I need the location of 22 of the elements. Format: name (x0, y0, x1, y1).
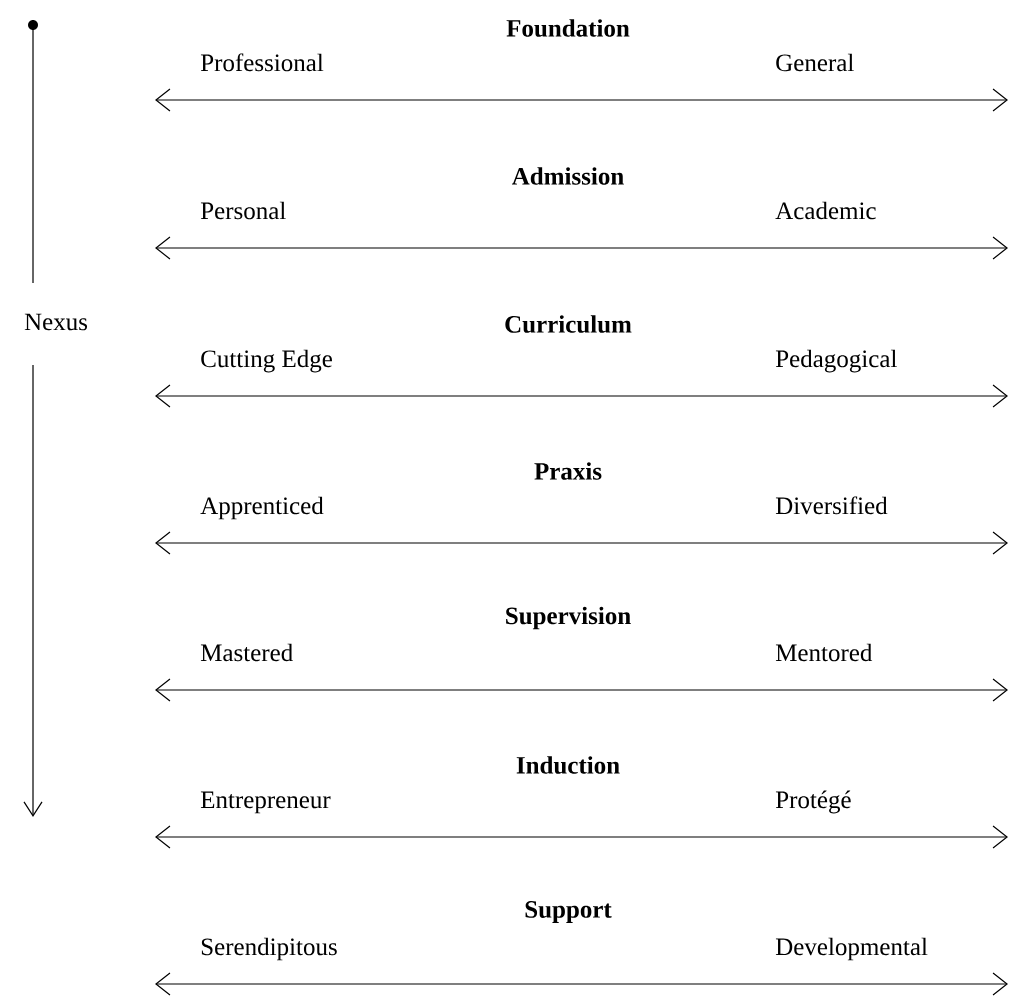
pole-label: Pedagogical (775, 349, 897, 373)
pole-label: Mastered (200, 643, 293, 662)
pole-label: General (776, 53, 854, 72)
row-heading: Supervision (506, 606, 631, 630)
row-heading: Curriculum (505, 315, 632, 333)
pole-label: Personal (200, 201, 286, 220)
row-heading: Support (525, 901, 612, 923)
row-heading: Admission (512, 167, 624, 185)
row-heading: Foundation (506, 19, 630, 37)
pole-label: Apprenticed (200, 496, 324, 520)
row-heading: Induction (516, 756, 620, 774)
pole-label: Entrepreneur (200, 791, 331, 814)
pole-label: Academic (775, 201, 876, 220)
pole-label: Serendipitous (201, 937, 337, 961)
row-heading: Praxis (534, 462, 602, 480)
pole-label: Protégé (775, 790, 851, 814)
pole-label: Diversified (775, 496, 888, 515)
pole-label: Cutting Edge (201, 349, 332, 373)
pole-label: Mentored (775, 643, 873, 662)
pole-label: Developmental (775, 937, 928, 961)
pole-label: Professional (200, 53, 324, 72)
axis-label: Nexus (24, 313, 88, 331)
